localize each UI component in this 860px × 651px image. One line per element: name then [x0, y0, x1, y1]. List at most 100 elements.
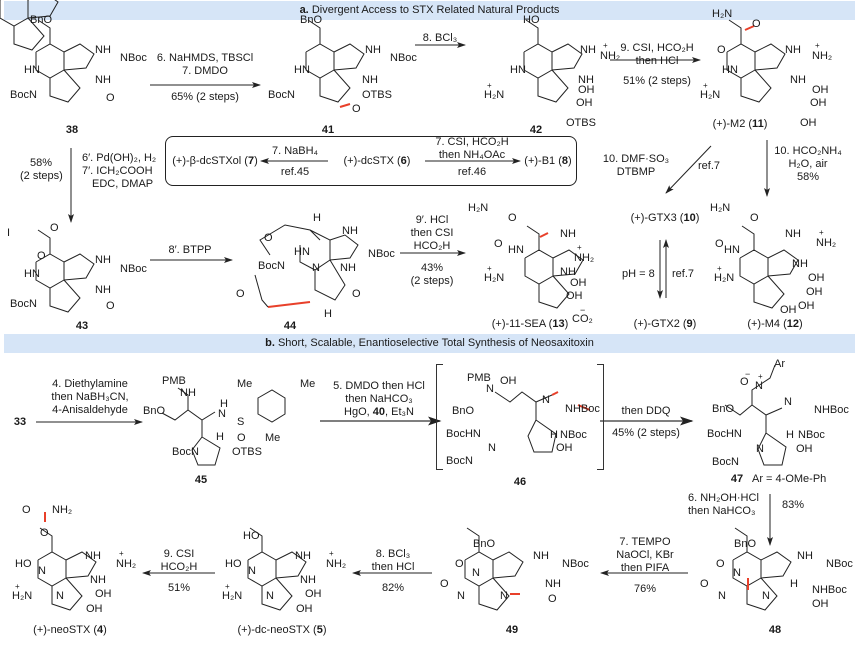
atom-nh-4: NH: [85, 550, 101, 562]
compound-b1-number: 8: [561, 155, 569, 167]
bracket-right-46: [597, 364, 604, 470]
cond-49-5-l2: then HCl: [371, 561, 415, 573]
atom-nhboc-46: NHBoc: [565, 403, 600, 415]
atom-oh2-sea: OH: [566, 290, 583, 302]
compound-46: 46: [513, 476, 527, 488]
atom-nh2p-m2: NH₂: [812, 50, 833, 62]
compound-m2: (+)-M2 (11): [713, 118, 768, 130]
molecule-38-skeleton: [35, 19, 95, 103]
atom-hn-sulf-45: H: [220, 398, 228, 410]
cond-m2-m4-l1: 10. HCO₂NH₄: [774, 145, 842, 157]
cond-42-m2-yield: 51% (2 steps): [623, 75, 691, 87]
atom-nhboc-48: NHBoc: [812, 584, 847, 596]
atom-otbs-45: OTBS: [232, 446, 262, 458]
molecule-41-skeleton: [305, 19, 365, 103]
compound-gtx2-name: (+)-GTX2 (: [633, 318, 687, 330]
compound-neostx-number: 4: [97, 624, 104, 636]
atom-oh1-42: OH: [578, 84, 595, 96]
atom-n-4: N: [38, 565, 46, 577]
atom-oh2-4: OH: [86, 603, 103, 615]
charge-plus-sea-a: +: [577, 243, 582, 252]
atom-o-carbonyl-49: O: [440, 578, 449, 590]
atom-o-carbonyl-44: O: [236, 288, 245, 300]
atom-oh-n-46: OH: [500, 375, 517, 387]
compound-dcneostx: (+)-dc-neoSTX (5): [238, 624, 327, 636]
atom-bno-47: BnO: [712, 403, 735, 415]
atom-nboc-38: NBoc: [120, 52, 147, 64]
cond-45-46-l2: then NaHCO₃: [345, 393, 413, 405]
atom-bocn-45: BocN: [172, 446, 199, 458]
atom-otbs-41: OTBS: [362, 89, 392, 101]
charge-plus-m4b: +: [717, 264, 722, 273]
charge-plus-42a: +: [603, 41, 608, 50]
charge-minus-47: −: [745, 369, 751, 379]
cond-41-42: 8. BCl₃: [422, 32, 458, 44]
compound-45: 45: [194, 474, 208, 486]
compound-m4-number: 12: [786, 318, 799, 330]
highlight-bond-46-b: [577, 404, 591, 411]
atom-nh-49: NH: [533, 550, 549, 562]
cond-47-48-yield: 83%: [782, 499, 805, 511]
compound-neostx: (+)-neoSTX (4): [33, 624, 107, 636]
highlight-bond-44: [267, 301, 311, 308]
cond-48-49-l1: 7. TEMPO: [619, 536, 671, 548]
charge-plus-4a: +: [119, 549, 124, 558]
compound-gtx3-close: ): [695, 212, 700, 224]
compound-m2-number: 11: [752, 118, 764, 130]
charge-plus-5b: +: [225, 582, 230, 591]
cond-48-49-l2: NaOCl, KBr: [616, 549, 674, 561]
atom-o-carbonyl-m2: O: [717, 44, 726, 56]
atom-n-ring-5: N: [266, 590, 274, 602]
atom-n-ring-4: N: [56, 590, 64, 602]
charge-plus-5a: +: [329, 549, 334, 558]
atom-nh2-38: NH: [95, 74, 111, 86]
charge-plus-m4a: +: [819, 228, 824, 237]
atom-n-ring-46: N: [488, 442, 496, 454]
atom-i-43: I: [7, 227, 11, 239]
atom-s-45: S: [237, 416, 245, 428]
compound-dcstx-close: ): [406, 155, 411, 167]
atom-oh1-5: OH: [305, 588, 322, 600]
dcstx-derivatives-box: [165, 136, 577, 186]
cond-46-47-yield: 45% (2 steps): [612, 427, 680, 439]
atom-hn-43: HN: [24, 268, 40, 280]
atom-nh2p-42: NH₂: [600, 50, 621, 62]
atom-oh-47: OH: [796, 443, 813, 455]
atom-n-sulf-45: N: [218, 408, 226, 420]
atom-hn-42: HN: [510, 64, 526, 76]
atom-nhboc-47: NHBoc: [814, 404, 849, 416]
atom-oh2-m4: OH: [806, 286, 823, 298]
atom-nh2-43: NH: [95, 284, 111, 296]
atom-h-45: H: [216, 431, 224, 443]
compound-41: 41: [321, 124, 335, 136]
atom-nh2-42: NH: [578, 74, 594, 86]
atom-oh1-m2: OH: [812, 84, 829, 96]
atom-me1-45: Me: [237, 378, 253, 390]
compound-dcstx-name: (+)-dcSTX (: [343, 155, 401, 167]
cond-44-sea-yield1: 43%: [420, 262, 444, 274]
atom-ar-47: Ar: [774, 358, 785, 370]
atom-bocn-47: BocN: [712, 456, 739, 468]
compound-gtx3-number: 10: [683, 212, 696, 224]
cond-47-48-l1: 6. NH₂OH·HCl: [688, 492, 759, 504]
cond-44-sea-l2: then CSI: [410, 227, 454, 239]
compound-b1-name: (+)-B1 (: [524, 155, 562, 167]
bracket-left-46: [436, 364, 443, 470]
atom-nboc-48: NBoc: [826, 558, 853, 570]
compound-m4: (+)-M4 (12): [747, 318, 802, 330]
compound-33: 33: [13, 416, 27, 428]
charge-plus-sea-b: +: [487, 264, 492, 273]
atom-h-top-44: H: [313, 212, 321, 224]
molecule-m2-skeleton: [726, 19, 786, 103]
atom-nh-45: NH: [180, 387, 196, 399]
compound-b1-close: ): [568, 155, 572, 167]
charge-minus-sea: −: [580, 305, 586, 315]
atom-h2n-m2: H₂N: [712, 8, 733, 20]
section-a-header: a. Divergent Access to STX Related Natur…: [4, 1, 855, 20]
atom-n3-49: N: [500, 590, 508, 602]
atom-h-46: H: [550, 429, 558, 441]
atom-n-5: N: [248, 565, 256, 577]
cond-5-4-yield: 51%: [167, 582, 191, 594]
atom-nh-43: NH: [95, 254, 111, 266]
molecule-neostx-skeleton: [37, 527, 97, 611]
